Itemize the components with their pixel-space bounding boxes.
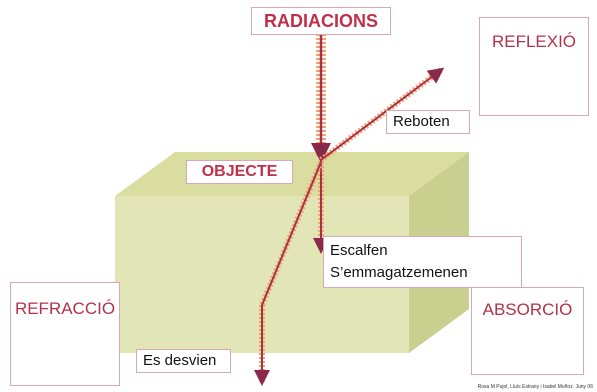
deviation-annotation: Es desvien — [136, 349, 231, 373]
reflection-panel: REFLEXIÓ — [479, 17, 589, 116]
heat-text: Escalfen — [330, 242, 388, 259]
reflection-title: REFLEXIÓ — [491, 32, 577, 51]
refraction-title: REFRACCIÓ — [14, 299, 116, 318]
deviation-text: Es desvien — [143, 352, 217, 369]
refraction-panel: REFRACCIÓ — [10, 282, 120, 386]
absorption-title: ABSORCIÓ — [482, 300, 573, 319]
storage-text: S’emmagatzemenen — [330, 264, 468, 281]
refracted-ray — [254, 160, 324, 386]
credit-text: Rosa M Pujol, Lluís Estrany i Isabel Muñ… — [477, 384, 593, 390]
object-label-box: OBJECTE — [186, 160, 293, 184]
bounce-text: Reboten — [393, 113, 450, 130]
object-label: OBJECTE — [201, 163, 278, 180]
heat-storage-annotation: Escalfen S’emmagatzemenen — [323, 236, 522, 288]
radiation-title-box: RADIACIONS — [251, 7, 391, 35]
radiation-title: RADIACIONS — [263, 11, 378, 31]
absorption-panel: ABSORCIÓ — [471, 287, 584, 375]
bounce-annotation: Reboten — [386, 110, 470, 134]
reflected-ray — [319, 67, 445, 163]
